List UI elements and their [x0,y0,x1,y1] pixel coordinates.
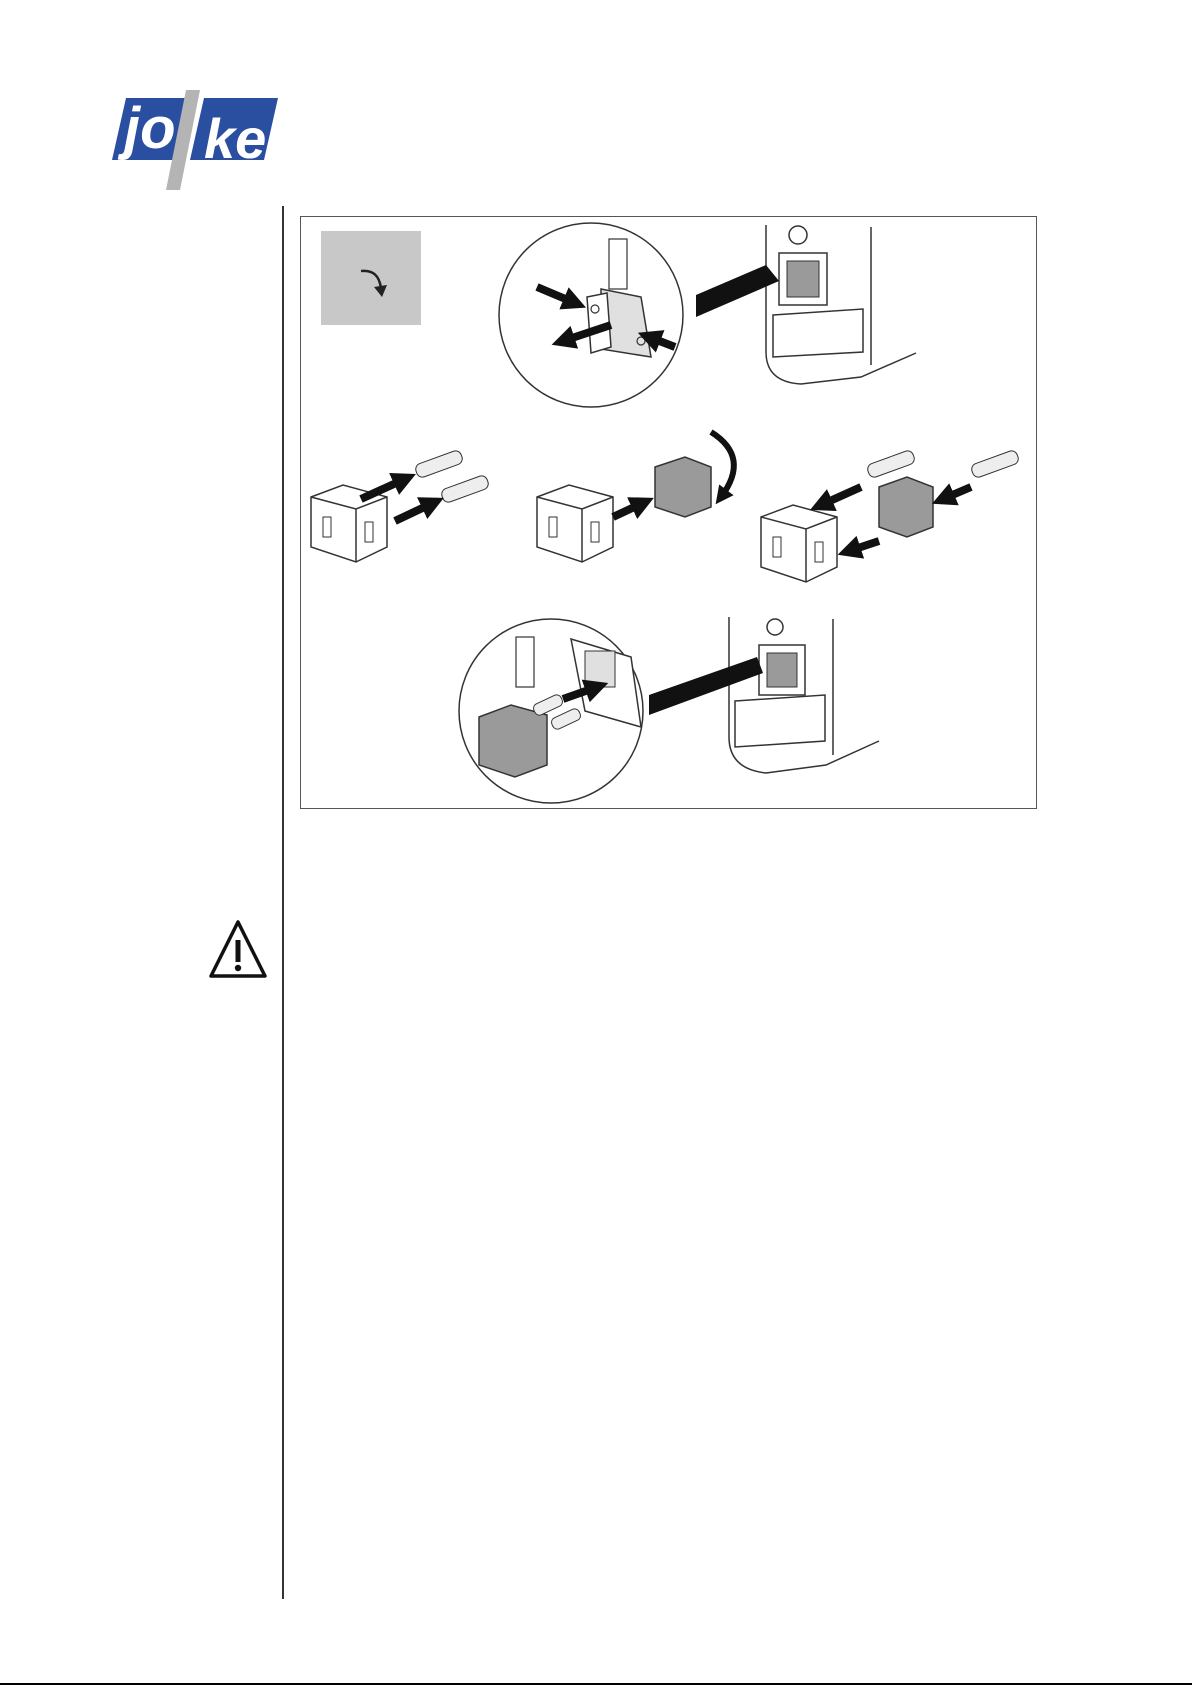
fuse-holder [537,485,613,562]
device-housing-bottom [729,617,879,773]
zoom-wedge [649,657,763,715]
svg-text:ke: ke [204,107,266,170]
fuse [866,449,916,479]
margin-rule [282,206,284,1599]
device-housing-top [766,225,916,384]
fuse-replacement-illustration [300,216,1037,809]
step-insert-fuses-in-holder [761,449,1020,582]
fuse [414,449,464,479]
step-reinsert-fuse-drawer [459,617,879,803]
fuse [970,449,1020,479]
step-insert-fuses [311,449,490,562]
fuse [440,474,490,504]
zoom-circle-drawer [499,223,683,407]
logo-mark: jo ke [112,90,278,190]
joke-logo: jo ke [112,80,282,192]
zoom-circle-insert [459,619,643,803]
fuse-carrier [655,457,711,517]
rotate-arrow-icon [711,432,734,497]
svg-text:jo: jo [117,96,176,161]
warning-triangle-icon [208,918,268,982]
fuse-holder [761,505,837,582]
step-rotate-holder [537,432,734,562]
fuse-carrier [879,477,933,537]
step-open-fuse-drawer [499,223,916,407]
